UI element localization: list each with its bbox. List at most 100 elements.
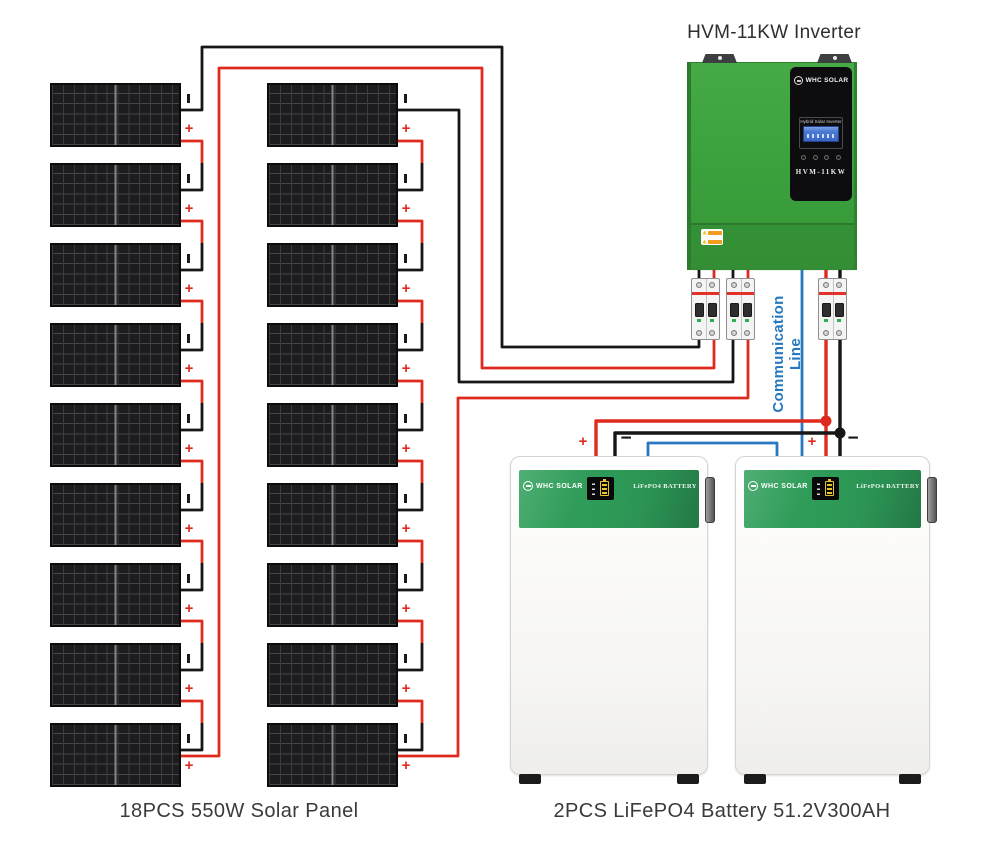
battery-1: WHC SOLAR LiFePO4 BATTERY [510,456,715,784]
panel-plus-marker: + [184,280,194,297]
whc-solar-logo-icon [793,76,803,85]
string1-negative-wire [181,45,701,349]
series-connector-negative [181,243,204,272]
inverter-front-panel: WHC SOLAR Hybrid Solar Inverter HVM-11KW [790,67,852,201]
panel-minus-marker [187,334,190,343]
panel-minus-marker [187,574,190,583]
series-connector-positive [181,379,204,403]
battery-foot [519,774,541,784]
breaker-stripe [819,292,846,295]
battery-level-display [812,477,839,500]
inverter-button-icon [801,155,806,160]
panel-plus-marker: + [401,757,411,774]
screw-icon [696,282,702,288]
battery2-minus-label: − [847,428,859,449]
solar-panel [50,723,181,787]
pv-breaker-1 [691,278,720,340]
screw-icon [696,330,702,336]
breaker-toggle [707,303,717,317]
battery-indicator-dots [592,483,595,495]
caution-row [702,230,722,235]
battery-brand-row: WHC SOLAR [523,481,583,491]
panel-minus-marker [404,254,407,263]
series-connector-positive [181,459,204,483]
solar-panel [267,163,398,227]
screw-icon [731,282,737,288]
inverter-button-icon [812,155,818,160]
panel-plus-marker: + [401,600,411,617]
battery1-minus-label: − [620,428,632,449]
series-connector-positive [181,619,204,643]
string2-positive-wire [398,268,750,758]
inverter-seam [691,223,854,225]
panel-minus-marker [404,174,407,183]
panel-minus-marker [404,734,407,743]
battery-handle [927,477,937,523]
battery-level-display [587,477,614,500]
series-connector-positive [398,699,424,723]
battery-breaker [818,278,847,340]
batteries-caption: 2PCS LiFePO4 Battery 51.2V300AH [553,800,891,822]
inverter-lcd-screen [803,126,839,142]
solar-panel [50,643,181,707]
screw-icon [836,330,842,336]
comm-wire-battery1-to-battery2 [646,441,779,456]
solar-panel [50,323,181,387]
battery-2: WHC SOLAR LiFePO4 BATTERY [735,456,937,784]
panel-plus-marker: + [401,200,411,217]
battery-foot [677,774,699,784]
battery-level-icon [600,479,609,496]
battery-green-band [519,470,699,528]
panel-minus-marker [404,334,407,343]
solar-panel [50,563,181,627]
panel-plus-marker: + [401,520,411,537]
panel-plus-marker: + [184,680,194,697]
caution-row [702,239,722,244]
battery-product-label: LiFePO4 BATTERY [633,483,697,490]
battery-level-icon [825,479,834,496]
battery-negative-bus [613,431,840,456]
series-connector-negative [398,483,424,512]
inverter-buttons [801,155,841,160]
panel-minus-marker [187,654,190,663]
panel-plus-marker: + [184,120,194,137]
series-connector-positive [181,699,204,723]
mounting-tab-right [817,54,852,63]
panel-minus-marker [187,414,190,423]
series-connector-negative [181,563,204,592]
series-connector-negative [181,163,204,192]
series-connector-positive [398,139,424,163]
breaker-toggle [729,303,739,317]
panel-plus-marker: + [184,200,194,217]
battery-foot [899,774,921,784]
panel-series-connectors [181,139,424,752]
screw-icon [836,282,842,288]
inverter-button-icon [824,155,830,160]
solar-panels-caption: 18PCS 550W Solar Panel [119,800,359,822]
panel-plus-marker: + [184,520,194,537]
solar-panel [50,163,181,227]
whc-solar-logo-icon [748,481,758,491]
solar-panel [50,403,181,467]
screw-icon [709,330,715,336]
panel-plus-marker: + [401,440,411,457]
battery-brand-row: WHC SOLAR [748,481,808,491]
solar-panel [50,83,181,147]
series-connector-negative [398,723,424,752]
series-connector-positive [398,299,424,323]
screw-icon [823,282,829,288]
warning-triangle-icon [702,239,707,244]
inverter-title: HVM-11KW Inverter [687,22,861,43]
solar-panel [267,403,398,467]
solar-panel [267,563,398,627]
battery-foot [744,774,766,784]
panel-plus-marker: + [401,360,411,377]
pv-breaker-2 [726,278,755,340]
string1-positive-wire [181,66,716,758]
series-connector-positive [181,299,204,323]
series-connector-positive [398,219,424,243]
panel-minus-marker [187,734,190,743]
panel-minus-marker [404,94,407,103]
series-connector-positive [181,139,204,163]
